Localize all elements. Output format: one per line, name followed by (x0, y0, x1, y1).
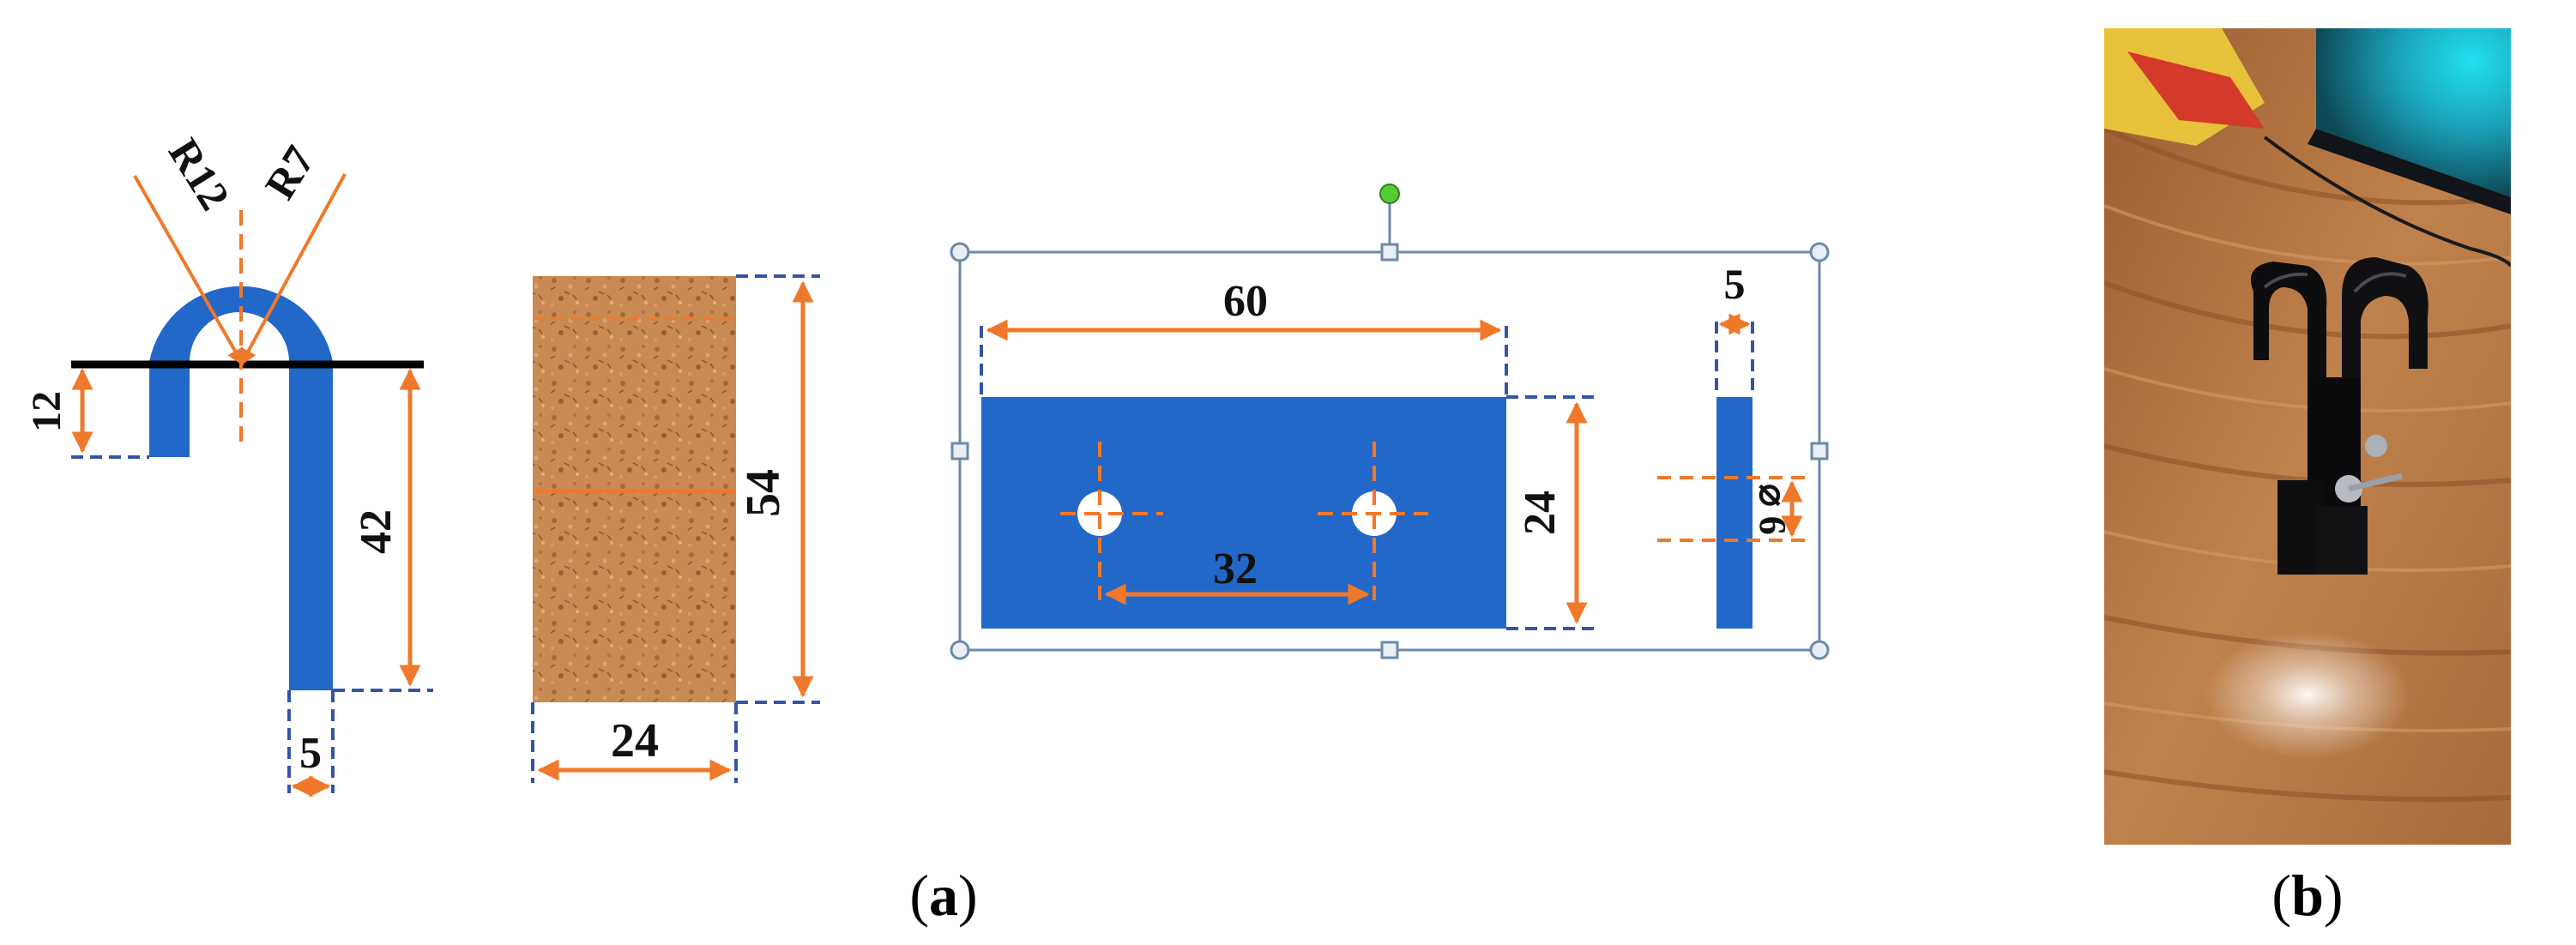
pad-width-label: 24 (611, 714, 659, 767)
radius-outer-leader (133, 175, 244, 366)
left-leg-label: 12 (24, 391, 69, 432)
photo-panel (2104, 28, 2511, 845)
laptop-icon (2316, 28, 2511, 197)
caption-a: (a) (909, 863, 977, 928)
plate-side-view (1716, 397, 1753, 629)
resize-handle-top-left[interactable] (950, 242, 970, 262)
pad-drawing: 54 24 (531, 274, 820, 783)
caption-a-open: ( (909, 863, 929, 928)
table-glare (2205, 630, 2410, 759)
svg-text:(a): (a) (909, 863, 977, 928)
caption-b-open: ( (2271, 863, 2291, 928)
caption-b-letter: b (2291, 863, 2324, 928)
rotation-handle[interactable] (1379, 184, 1400, 204)
caption-a-letter: a (929, 863, 958, 928)
resize-handle-left[interactable] (950, 442, 969, 460)
resize-handle-bottom-left[interactable] (950, 640, 970, 660)
length-label: 60 (1223, 277, 1268, 326)
side-thickness-label: 5 (1724, 260, 1746, 308)
radius-outer-label: R12 (160, 130, 239, 219)
caption-a-close: ) (958, 863, 978, 928)
plate-drawing: 32 60 24 5 ⌀ 6 (950, 184, 1830, 660)
resize-handle-top-right[interactable] (1809, 242, 1830, 262)
hook-clamp-photo-icon (2250, 257, 2428, 575)
resize-handle-bottom-right[interactable] (1809, 640, 1830, 660)
pad-height-label: 54 (737, 469, 790, 517)
resize-handle-bottom[interactable] (1380, 641, 1399, 659)
thickness-label: 5 (299, 729, 322, 778)
radius-inner-leader (239, 173, 347, 366)
hole-spacing-label: 32 (1213, 545, 1258, 593)
resize-handle-right[interactable] (1810, 442, 1829, 460)
svg-text:(b): (b) (2271, 863, 2343, 928)
resize-handle-top[interactable] (1380, 243, 1399, 262)
caption-b: (b) (2271, 863, 2343, 928)
plate-height-label: 24 (1516, 491, 1565, 535)
radius-inner-label: R7 (256, 137, 324, 207)
hook-body (149, 286, 333, 690)
caption-b-close: ) (2324, 863, 2344, 928)
right-leg-label: 42 (352, 509, 401, 554)
side-hole-diameter-label: ⌀ 6 (1752, 484, 1794, 535)
hook-drawing: R12 R7 12 42 5 (24, 130, 433, 798)
